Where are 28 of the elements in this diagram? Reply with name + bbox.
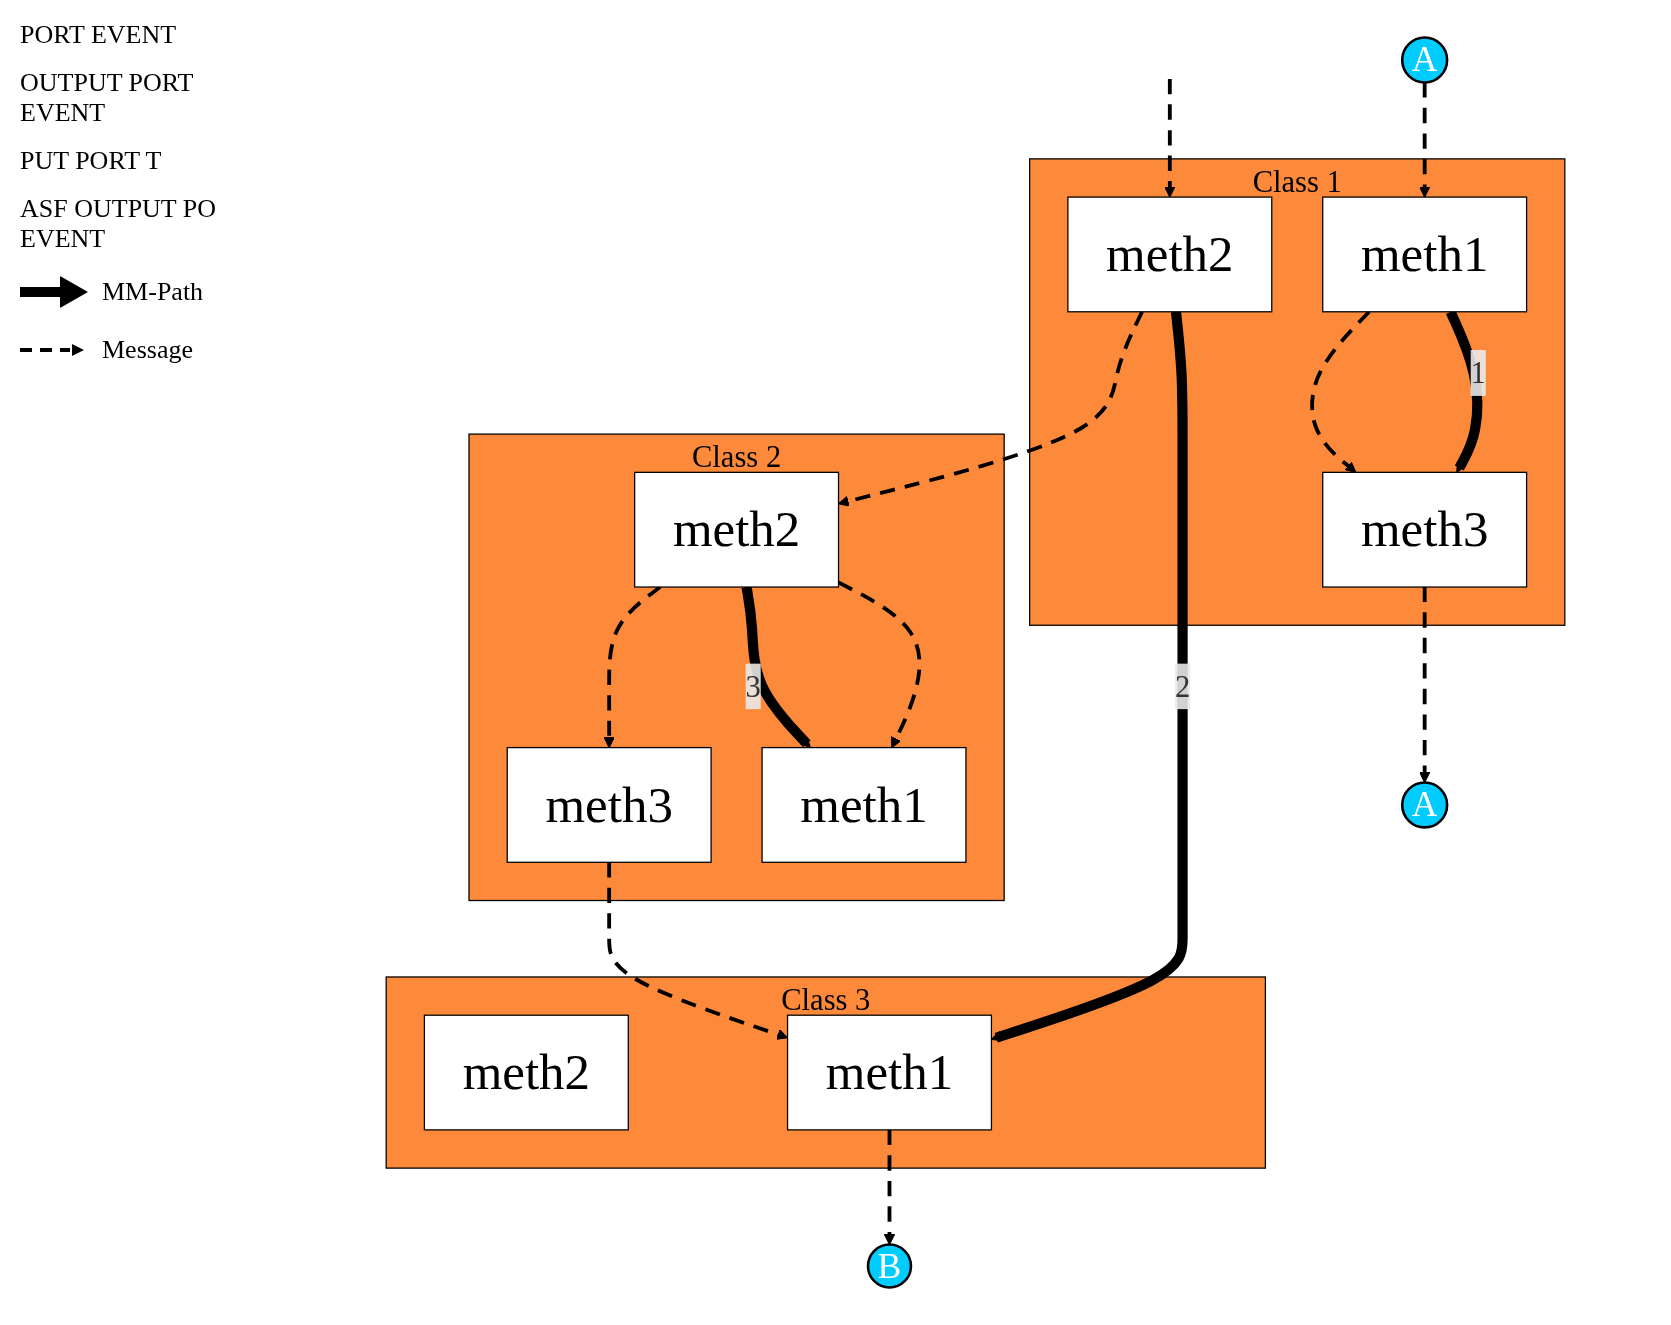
arrow	[603, 585, 662, 748]
arrow	[1419, 586, 1431, 783]
arrow	[1419, 81, 1431, 198]
arrow	[741, 585, 811, 748]
edge-label: 2	[1174, 669, 1191, 703]
legend-label: MM-Path	[102, 277, 204, 307]
arrow	[837, 580, 922, 748]
arrow	[1164, 78, 1176, 198]
node-box: meth1	[786, 1014, 993, 1131]
arrow	[838, 310, 1144, 507]
node-box: meth2	[634, 471, 840, 588]
edge-label: 1	[1470, 355, 1486, 390]
arrow	[883, 1129, 896, 1245]
port-label: OUTPUT PORT EVENT	[20, 68, 194, 128]
node-box: meth3	[1322, 471, 1528, 588]
edge-label: 3	[745, 669, 761, 703]
node-box: meth2	[1067, 195, 1273, 312]
node-circle: A	[1400, 35, 1449, 84]
legend-label: Message	[102, 335, 193, 365]
port-label: PORT EVENT	[20, 20, 178, 50]
node-box: meth3	[506, 746, 712, 863]
node-box: meth2	[423, 1014, 629, 1131]
port-label: PUT PORT T	[20, 146, 163, 176]
node-circle: B	[866, 1242, 913, 1289]
node-box: meth1	[1322, 195, 1528, 312]
node-box: meth1	[761, 746, 967, 863]
node-circle: A	[1400, 780, 1449, 829]
port-label: ASF OUTPUT PO EVENT	[20, 194, 217, 254]
